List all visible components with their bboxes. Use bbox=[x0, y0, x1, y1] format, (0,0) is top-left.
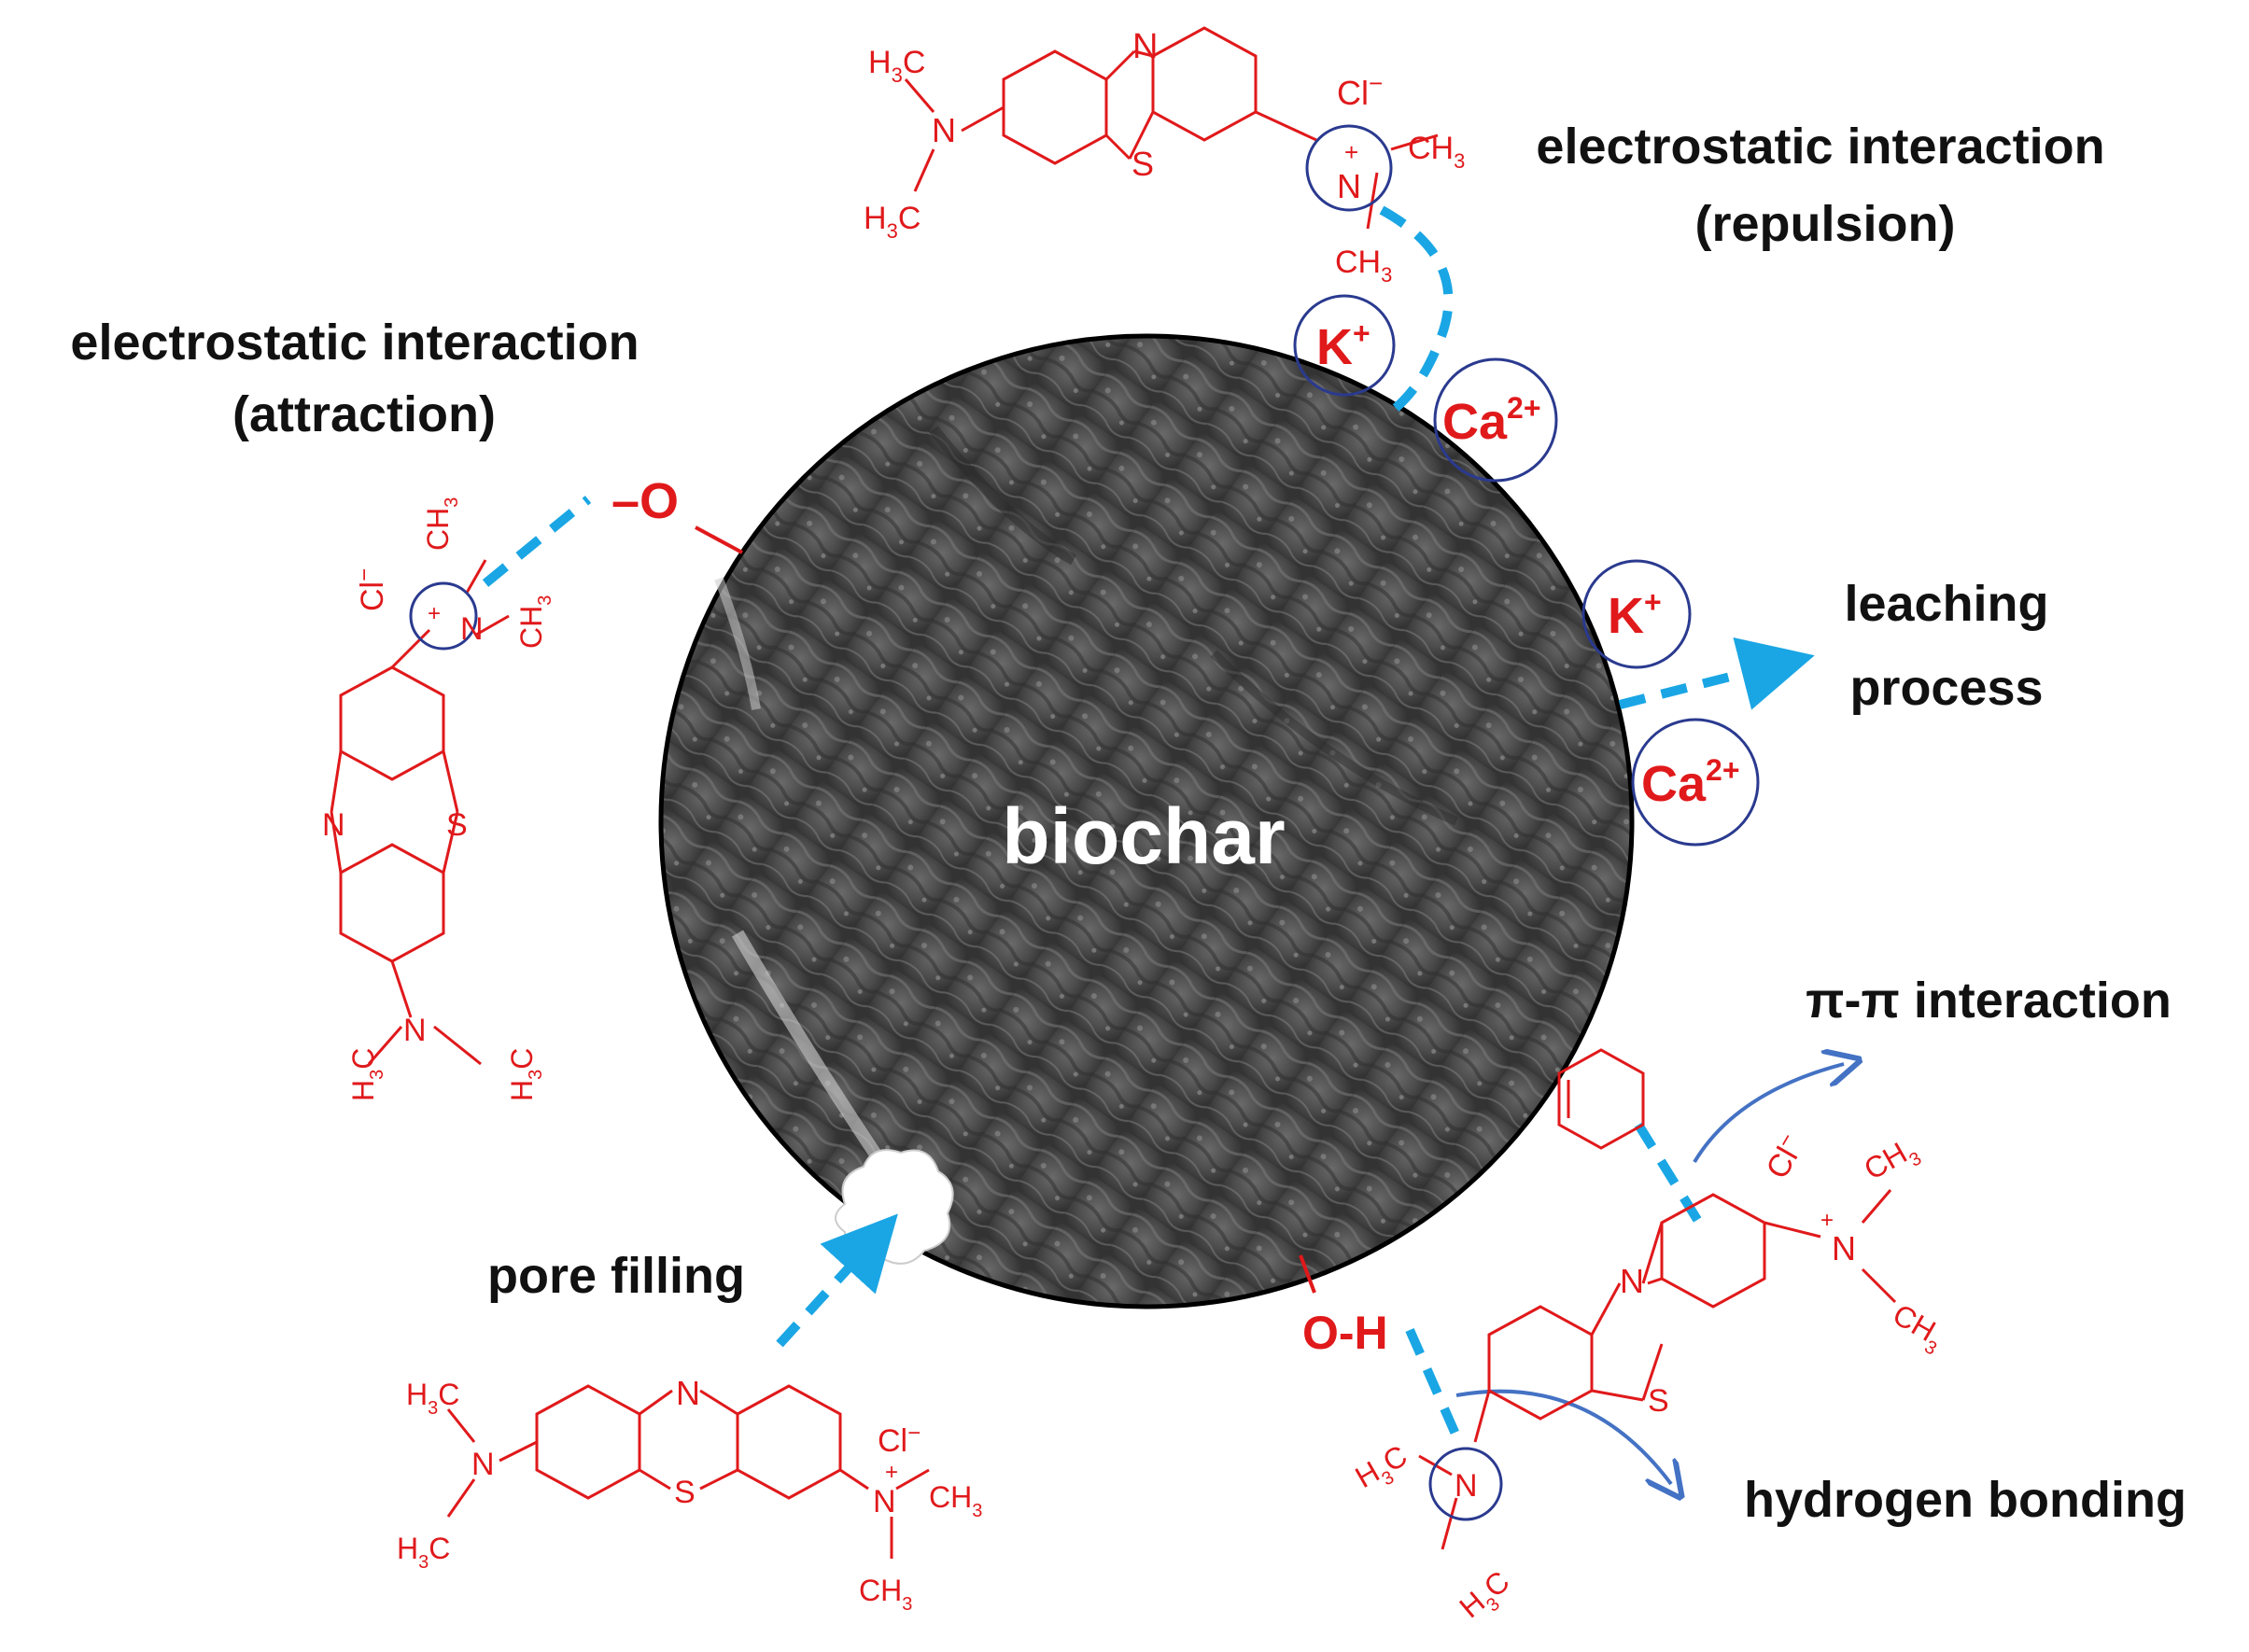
mol-left-plus: + bbox=[428, 601, 441, 626]
biochar-label: biochar bbox=[1002, 792, 1285, 880]
leaching-label-line2: process bbox=[1849, 660, 2043, 716]
hydrogen-bonding-label: hydrogen bonding bbox=[1744, 1472, 2186, 1528]
benzene-ring bbox=[1557, 1048, 1645, 1150]
pore-filling-arrow bbox=[776, 1213, 898, 1348]
biochar-particle bbox=[658, 333, 1635, 1309]
mol-left-s: S bbox=[446, 807, 468, 843]
mol-top-ch3-1: CH3 bbox=[1408, 131, 1465, 173]
mol-left-n-amine: N bbox=[403, 1013, 427, 1048]
mol-top-n-cation: N bbox=[1337, 167, 1361, 205]
leaching-arrow bbox=[1618, 637, 1815, 710]
attraction-label-line2: (attraction) bbox=[232, 386, 496, 442]
svg-text:K+: K+ bbox=[1316, 316, 1370, 375]
mol-right-cl: Cl− bbox=[1757, 1128, 1812, 1184]
mol-bottom-s: S bbox=[674, 1475, 696, 1510]
mol-right-ch3-2: CH3 bbox=[1884, 1297, 1951, 1360]
mol-left-cl: Cl− bbox=[352, 568, 390, 611]
repulsion-dash bbox=[1379, 205, 1454, 420]
repulsion-label-line1: electrostatic interaction bbox=[1536, 119, 2104, 175]
mol-right-amine-ring bbox=[1428, 1447, 1503, 1521]
mol-right-n-ring: N bbox=[1620, 1262, 1644, 1300]
svg-text:Ca2+: Ca2+ bbox=[1641, 753, 1740, 812]
mol-top-h3c-2: H3C bbox=[864, 201, 921, 243]
mol-top-cl: Cl− bbox=[1337, 69, 1383, 112]
mol-right-plus: + bbox=[1820, 1208, 1834, 1233]
mol-right-n-cation: N bbox=[1832, 1229, 1856, 1267]
mol-right-ch3-1: CH3 bbox=[1859, 1130, 1926, 1193]
pi-pi-label: π-π interaction bbox=[1806, 973, 2172, 1029]
methylene-blue-right bbox=[1418, 1189, 1897, 1550]
mol-top-s: S bbox=[1132, 145, 1154, 183]
methylene-blue-left bbox=[330, 559, 510, 1066]
mol-bottom-cl: Cl− bbox=[878, 1421, 921, 1459]
ion-ca-right: Ca2+ bbox=[1631, 718, 1760, 847]
ion-k-top: K+ bbox=[1293, 294, 1396, 397]
mol-left-h3c-2: H3C bbox=[505, 1048, 546, 1101]
mol-right-h3c-2: H3C bbox=[1453, 1564, 1520, 1631]
mol-right-s: S bbox=[1648, 1383, 1669, 1419]
pore-filling-label: pore filling bbox=[487, 1248, 745, 1304]
mol-top-cation-ring bbox=[1305, 124, 1393, 212]
mol-left-ch3-2: CH3 bbox=[514, 595, 555, 649]
mol-top-h3c-1: H3C bbox=[868, 45, 925, 87]
oxide-group: –O bbox=[611, 473, 679, 529]
mol-left-h3c-1: H3C bbox=[346, 1048, 387, 1101]
mol-left-cation-ring bbox=[409, 581, 478, 651]
mol-bottom-plus: + bbox=[885, 1460, 898, 1485]
hydroxyl-bond bbox=[1299, 1254, 1316, 1294]
svg-text:K+: K+ bbox=[1608, 585, 1662, 644]
mol-bottom-h3c-1: H3C bbox=[406, 1378, 459, 1419]
mol-bottom-h3c-2: H3C bbox=[397, 1532, 450, 1573]
mol-left-ch3-1: CH3 bbox=[421, 497, 462, 551]
mol-top-plus: + bbox=[1344, 138, 1358, 166]
pi-pi-arrow bbox=[1693, 1064, 1844, 1164]
mol-top-n-left: N bbox=[932, 111, 956, 149]
hydroxyl-group: O-H bbox=[1302, 1307, 1388, 1359]
mol-top-n-ring: N bbox=[1132, 27, 1158, 66]
mol-left-n-cation: N bbox=[460, 611, 484, 647]
mol-bottom-ch3-2: CH3 bbox=[859, 1574, 912, 1615]
mol-right-n-amine: N bbox=[1455, 1468, 1478, 1504]
ion-ca-top: Ca2+ bbox=[1433, 357, 1558, 483]
mol-bottom-n-cation: N bbox=[873, 1484, 896, 1519]
repulsion-label-line2: (repulsion) bbox=[1695, 196, 1956, 252]
mol-top-ch3-2: CH3 bbox=[1335, 245, 1392, 287]
ion-k-right: K+ bbox=[1581, 559, 1692, 669]
hydrogen-bond-dash bbox=[1405, 1327, 1466, 1449]
mol-bottom-n-left: N bbox=[471, 1447, 495, 1482]
mol-bottom-n-ring: N bbox=[676, 1374, 700, 1412]
oxide-bond bbox=[695, 525, 743, 554]
attraction-label-line1: electrostatic interaction bbox=[70, 315, 639, 371]
methylene-blue-bottom bbox=[446, 1384, 930, 1559]
mol-right-h3c-1: H3C bbox=[1350, 1438, 1417, 1501]
mol-left-n-ring: N bbox=[322, 807, 345, 843]
svg-text:Ca2+: Ca2+ bbox=[1442, 391, 1541, 450]
mol-bottom-ch3-1: CH3 bbox=[929, 1480, 982, 1521]
methylene-blue-top bbox=[904, 26, 1439, 230]
attraction-dash bbox=[482, 496, 592, 587]
leaching-label-line1: leaching bbox=[1844, 576, 2048, 632]
